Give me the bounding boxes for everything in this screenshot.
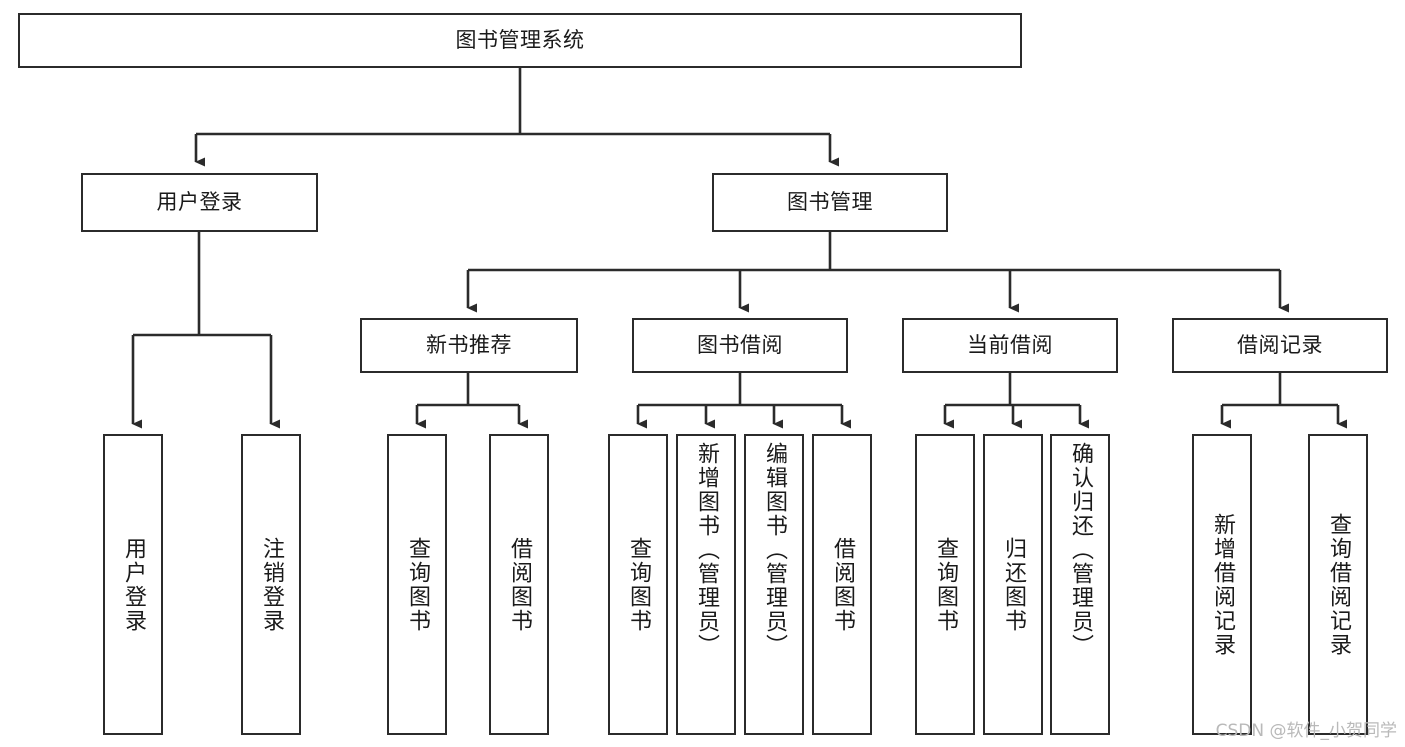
leaf-current-borrow-query-book-label: 查询图书 [933,536,958,633]
node-new-book-recommend[interactable]: 新书推荐 [360,318,578,373]
leaf-borrow-record-add-record[interactable]: 新增借阅记录 [1192,434,1252,735]
node-new-book-recommend-label: 新书推荐 [426,333,512,357]
node-borrow-record[interactable]: 借阅记录 [1172,318,1388,373]
leaf-user-login-login[interactable]: 用户登录 [103,434,163,735]
leaf-new-book-borrow-book[interactable]: 借阅图书 [489,434,549,735]
leaf-current-borrow-confirm-return-label: 确认归还（管理员） [1068,442,1093,658]
leaf-new-book-query-book[interactable]: 查询图书 [387,434,447,735]
node-book-borrow-label: 图书借阅 [697,333,783,357]
node-current-borrow-label: 当前借阅 [967,333,1053,357]
node-current-borrow[interactable]: 当前借阅 [902,318,1118,373]
leaf-book-borrow-borrow-book-label: 借阅图书 [830,536,855,633]
node-root-label: 图书管理系统 [455,28,585,52]
leaf-current-borrow-return-book[interactable]: 归还图书 [983,434,1043,735]
csdn-watermark: CSDN @软件_小贺同学 [1215,721,1397,741]
leaf-current-borrow-return-book-label: 归还图书 [1001,536,1026,633]
node-user-login[interactable]: 用户登录 [81,173,318,232]
leaf-borrow-record-query-record[interactable]: 查询借阅记录 [1308,434,1368,735]
leaf-borrow-record-add-record-label: 新增借阅记录 [1210,512,1235,657]
leaf-new-book-query-book-label: 查询图书 [405,536,430,633]
node-borrow-record-label: 借阅记录 [1237,333,1323,357]
node-book-management-label: 图书管理 [787,190,873,214]
node-book-borrow[interactable]: 图书借阅 [632,318,848,373]
node-book-management[interactable]: 图书管理 [712,173,948,232]
leaf-user-login-login-label: 用户登录 [121,536,146,633]
leaf-book-borrow-edit-book-label: 编辑图书（管理员） [762,442,787,658]
leaf-book-borrow-add-book-label: 新增图书（管理员） [694,442,719,658]
leaf-book-borrow-query-book-label: 查询图书 [626,536,651,633]
leaf-book-borrow-borrow-book[interactable]: 借阅图书 [812,434,872,735]
leaf-borrow-record-query-record-label: 查询借阅记录 [1326,512,1351,657]
leaf-current-borrow-confirm-return[interactable]: 确认归还（管理员） [1050,434,1110,735]
node-root-book-management-system[interactable]: 图书管理系统 [18,13,1022,68]
leaf-new-book-borrow-book-label: 借阅图书 [507,536,532,633]
leaf-user-login-logout-label: 注销登录 [259,536,284,633]
leaf-user-login-logout[interactable]: 注销登录 [241,434,301,735]
node-user-login-label: 用户登录 [156,190,243,214]
leaf-book-borrow-edit-book[interactable]: 编辑图书（管理员） [744,434,804,735]
leaf-book-borrow-query-book[interactable]: 查询图书 [608,434,668,735]
leaf-book-borrow-add-book[interactable]: 新增图书（管理员） [676,434,736,735]
leaf-current-borrow-query-book[interactable]: 查询图书 [915,434,975,735]
